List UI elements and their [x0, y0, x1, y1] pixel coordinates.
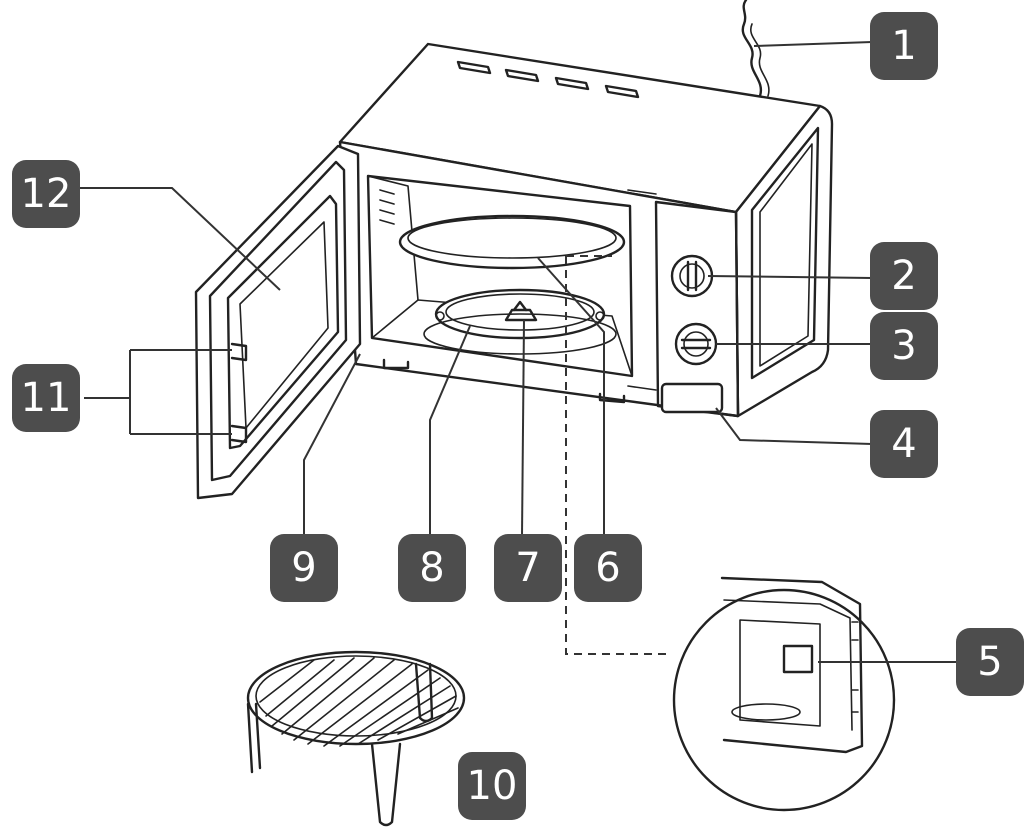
callout-12: 12: [12, 160, 80, 228]
callout-2: 2: [870, 242, 938, 310]
grill-rack: [246, 650, 466, 827]
callout-8: 8: [398, 534, 466, 602]
callout-3: 3: [870, 312, 938, 380]
cavity-vents: [379, 189, 395, 225]
callout-9: 9: [270, 534, 338, 602]
callout-11: 11: [12, 364, 80, 432]
door-latch-hooks: [230, 342, 248, 444]
detail-inset: [672, 576, 896, 812]
callout-4: 4: [870, 410, 938, 478]
power-cord: [741, 0, 770, 98]
callout-6: 6: [574, 534, 642, 602]
callout-7: 7: [494, 534, 562, 602]
door-release-button: [660, 382, 724, 414]
door: [194, 144, 362, 500]
timer-knob: [670, 254, 714, 298]
callout-10: 10: [458, 752, 526, 820]
leader-lines: [80, 41, 958, 663]
power-knob: [674, 322, 718, 366]
glass-tray: [398, 214, 626, 270]
callout-5: 5: [956, 628, 1024, 696]
top-vents: [456, 60, 640, 99]
callout-1: 1: [870, 12, 938, 80]
waveguide-cover: [782, 644, 814, 674]
microwave-body: [338, 42, 834, 418]
